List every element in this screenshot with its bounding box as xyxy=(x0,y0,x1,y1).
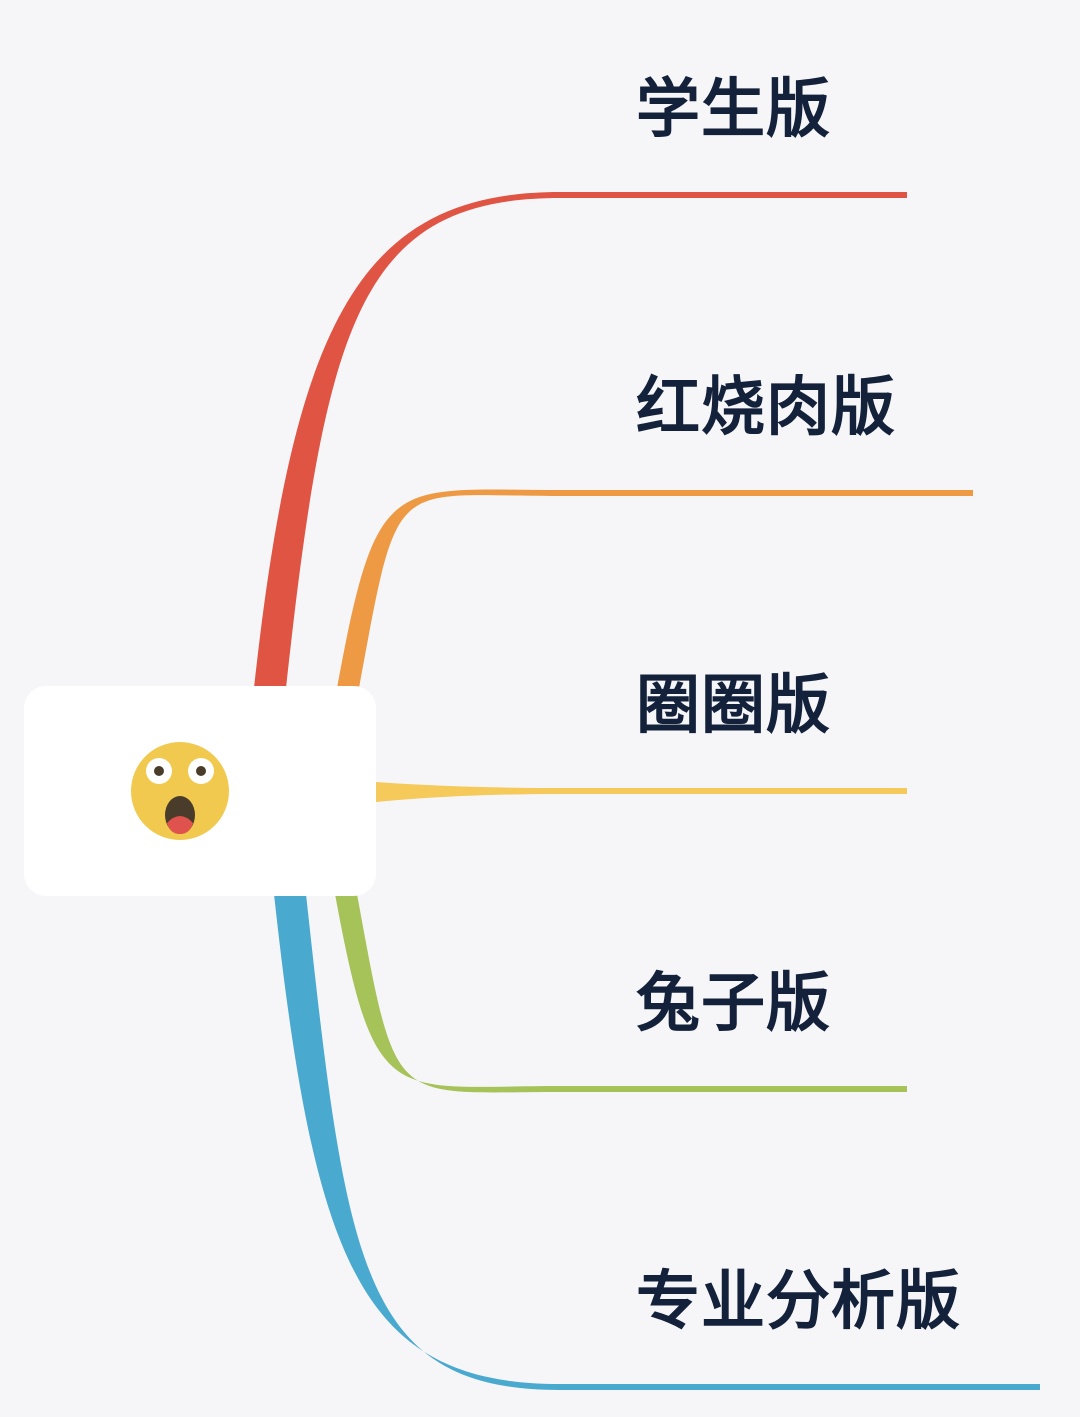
connector-branch-1 xyxy=(254,192,560,688)
branch-label-student[interactable]: 学生版 xyxy=(636,73,831,147)
branch-label-professional[interactable]: 专业分析版 xyxy=(636,1265,961,1339)
connector-branch-2 xyxy=(337,489,560,688)
connector-branch-5 xyxy=(274,894,560,1390)
branch-label-rabbit[interactable]: 兔子版 xyxy=(636,967,831,1041)
astonished-face-icon xyxy=(131,742,229,840)
branch-label-braised-pork[interactable]: 红烧肉版 xyxy=(636,371,896,445)
root-node[interactable] xyxy=(24,686,376,896)
connector-branch-4 xyxy=(335,894,560,1093)
branch-label-circle[interactable]: 圈圈版 xyxy=(636,669,831,743)
connector-branch-3 xyxy=(376,782,560,802)
